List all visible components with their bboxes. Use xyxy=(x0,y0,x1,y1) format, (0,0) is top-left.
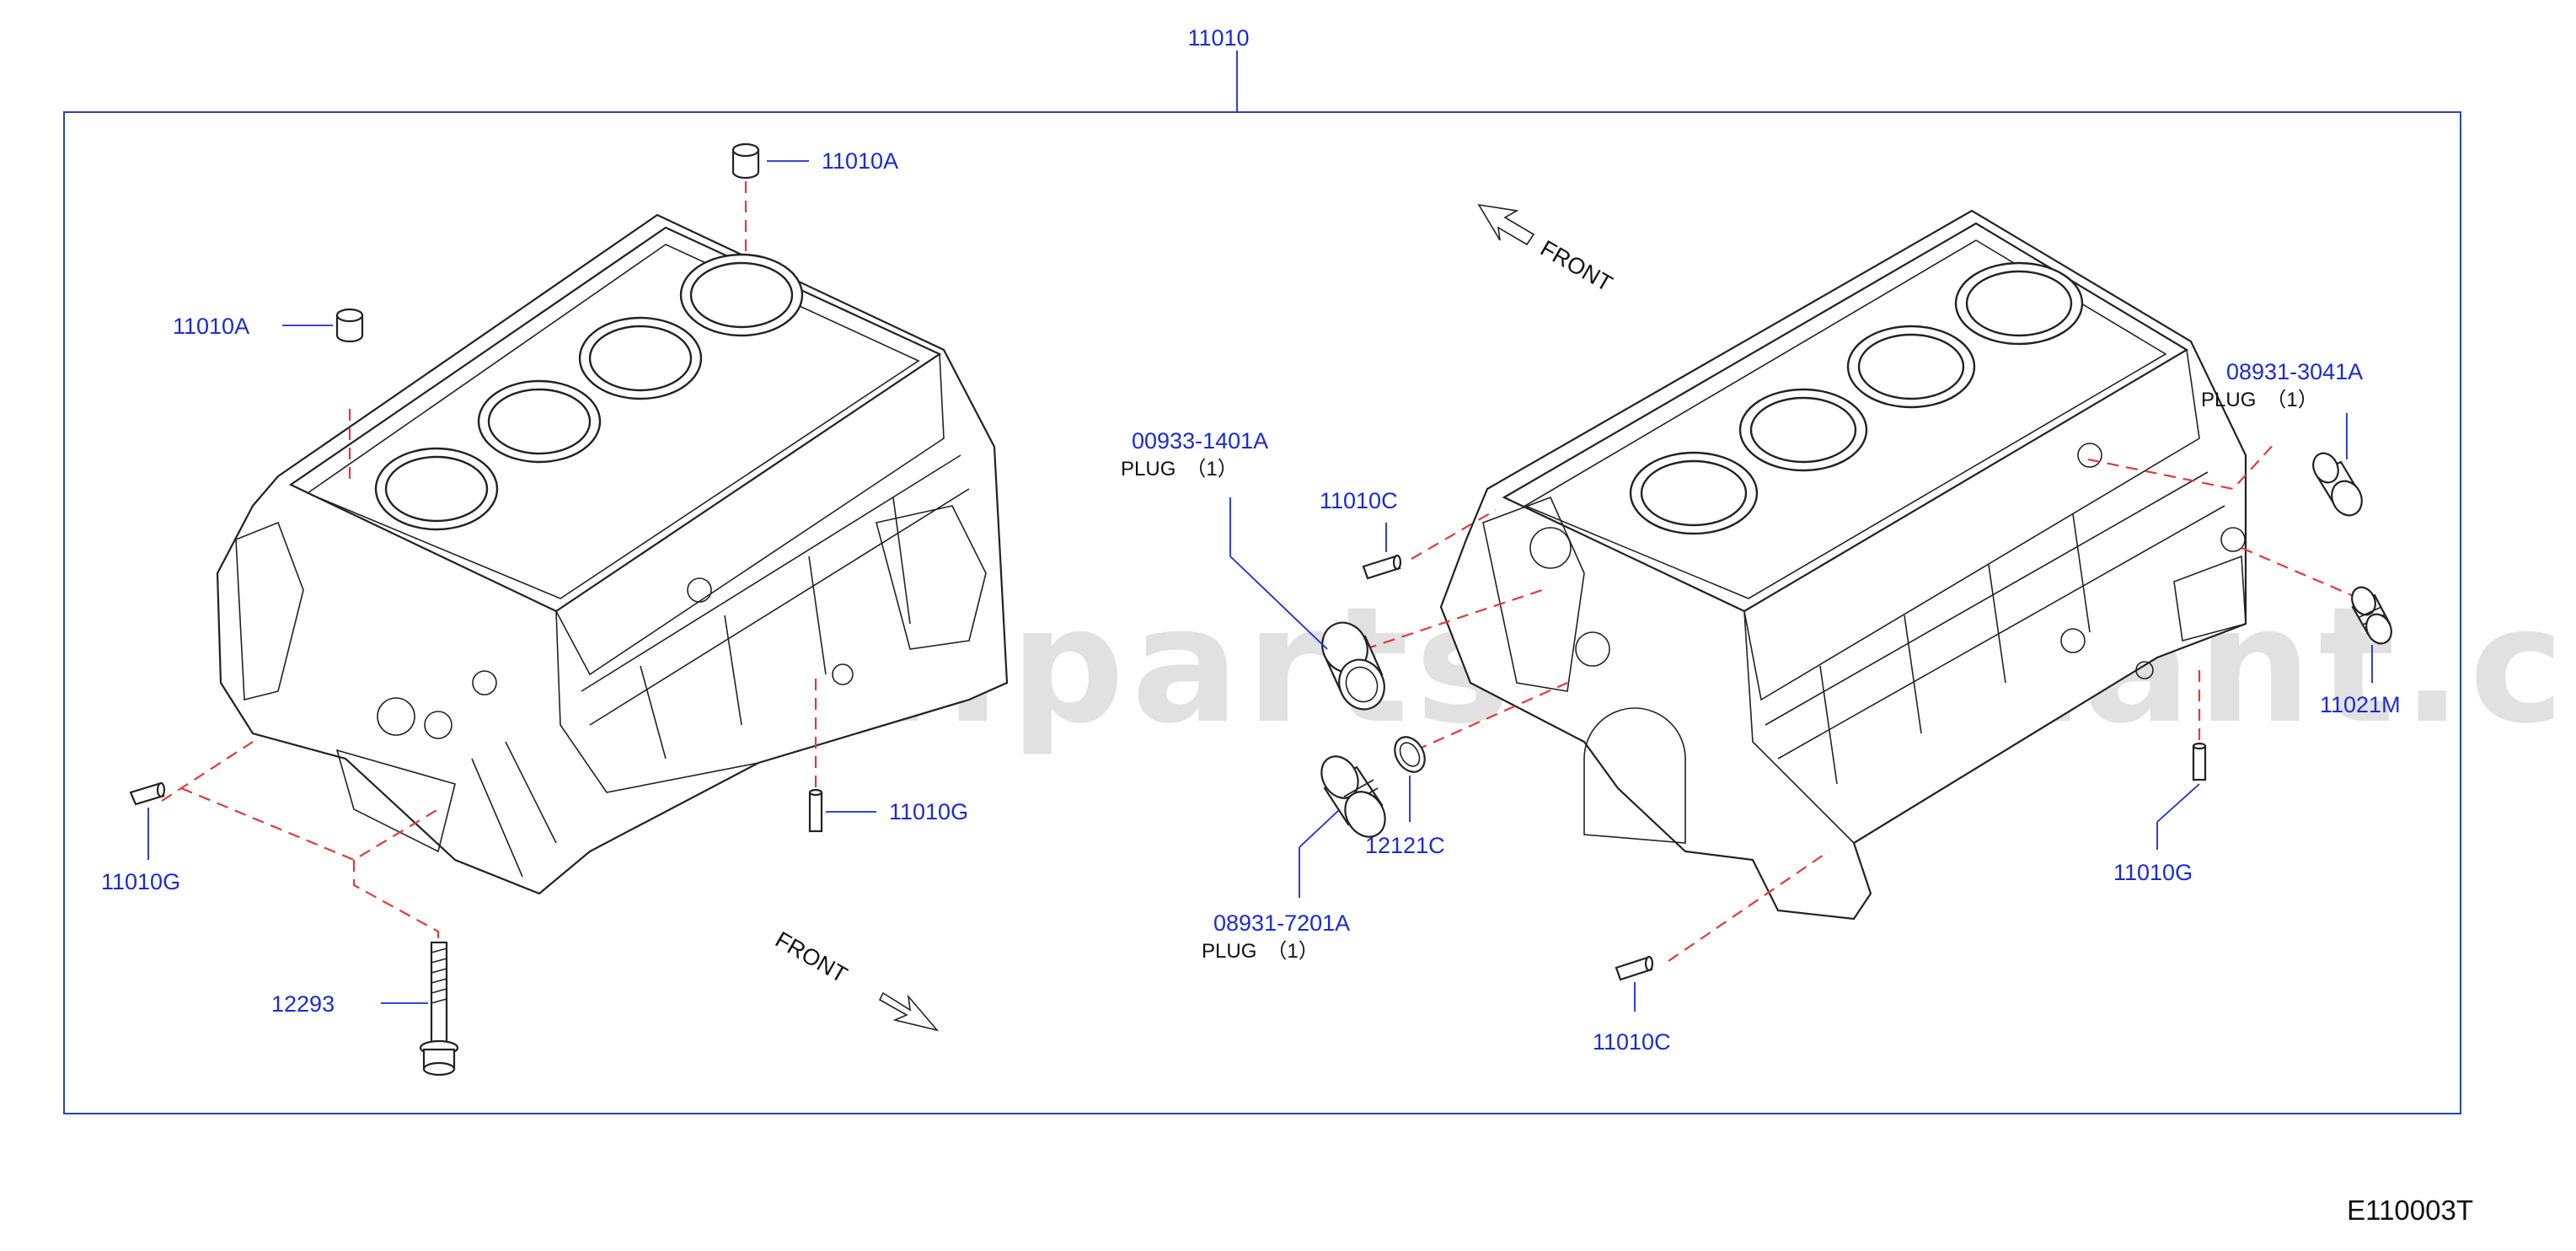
callout-11021M[interactable]: 11021M xyxy=(2320,692,2401,717)
plug-00933-1401A[interactable] xyxy=(1315,615,1392,717)
callout-11010C-lower[interactable]: 11010C xyxy=(1593,1029,1671,1055)
front-label-upper: FRONT xyxy=(1536,235,1617,296)
guide-line-08931-3041A xyxy=(2087,442,2276,491)
pin-11010G-mid[interactable] xyxy=(808,788,823,833)
washer-12121C[interactable] xyxy=(1389,732,1431,777)
guide-line-11010G-left xyxy=(161,741,254,802)
leader-08931-7201A-b xyxy=(1299,808,1341,848)
guide-line-11010C-upper xyxy=(1411,509,1497,560)
callout-00933-note: PLUG （1） xyxy=(1121,458,1238,481)
cylinder-block-left[interactable] xyxy=(216,213,1009,895)
callout-11010G-left[interactable]: 11010G xyxy=(101,869,180,894)
bolt-12293[interactable] xyxy=(419,941,459,1077)
assembly-number-label[interactable]: 11010 xyxy=(1187,25,1249,51)
guide-line-12121C xyxy=(1415,681,1568,752)
pin-11010C-upper[interactable] xyxy=(1362,554,1402,580)
callout-12293[interactable]: 12293 xyxy=(271,991,335,1017)
callout-11010G-mid[interactable]: 11010G xyxy=(889,799,968,824)
dowel-11010A-left[interactable] xyxy=(335,308,364,343)
callout-11010A-left[interactable]: 11010A xyxy=(173,314,249,339)
front-arrow-lower-icon xyxy=(878,991,940,1032)
cylinder-block-right[interactable] xyxy=(1439,209,2247,921)
callout-08931-7201A-note: PLUG （1） xyxy=(1202,940,1319,963)
assembly-frame xyxy=(63,111,2461,1114)
guide-line-11010G-left-b xyxy=(180,787,439,862)
front-label-lower: FRONT xyxy=(771,926,852,987)
plug-08931-3041A[interactable] xyxy=(2309,449,2368,520)
callout-00933-1401A[interactable]: 00933-1401A xyxy=(1132,428,1268,454)
pin-11010C-lower[interactable] xyxy=(1615,955,1654,981)
callout-08931-3041A-note: PLUG （1） xyxy=(2201,389,2318,411)
front-arrow-upper-icon xyxy=(1477,203,1535,246)
callout-12121C[interactable]: 12121C xyxy=(1365,833,1445,858)
front-arrow-upper: FRONT xyxy=(1477,203,1617,297)
front-arrow-lower: FRONT xyxy=(771,926,940,1032)
callout-11010G-right[interactable]: 11010G xyxy=(2113,860,2193,885)
pin-11010G-right[interactable] xyxy=(2192,742,2207,781)
leader-00933-b xyxy=(1229,556,1328,650)
callout-08931-3041A[interactable]: 08931-3041A xyxy=(2226,359,2363,384)
guide-line-11021M xyxy=(2241,546,2360,600)
leader-11010G-right-a xyxy=(2156,783,2200,823)
callout-08931-7201A[interactable]: 08931-7201A xyxy=(1213,910,1350,936)
guide-line-00933 xyxy=(1364,588,1543,651)
plug-11021M[interactable] xyxy=(2348,583,2396,647)
pin-11010G-left[interactable] xyxy=(129,781,166,806)
plug-08931-7201A[interactable] xyxy=(1315,749,1393,844)
dowel-11010A-top[interactable] xyxy=(731,142,760,180)
callout-11010A-top[interactable]: 11010A xyxy=(822,148,898,174)
guide-line-12293 xyxy=(352,860,440,953)
callout-11010C-upper[interactable]: 11010C xyxy=(1320,488,1398,513)
figure-code: E110003T xyxy=(2347,1195,2473,1226)
guide-line-11010C-lower xyxy=(1668,851,1829,962)
